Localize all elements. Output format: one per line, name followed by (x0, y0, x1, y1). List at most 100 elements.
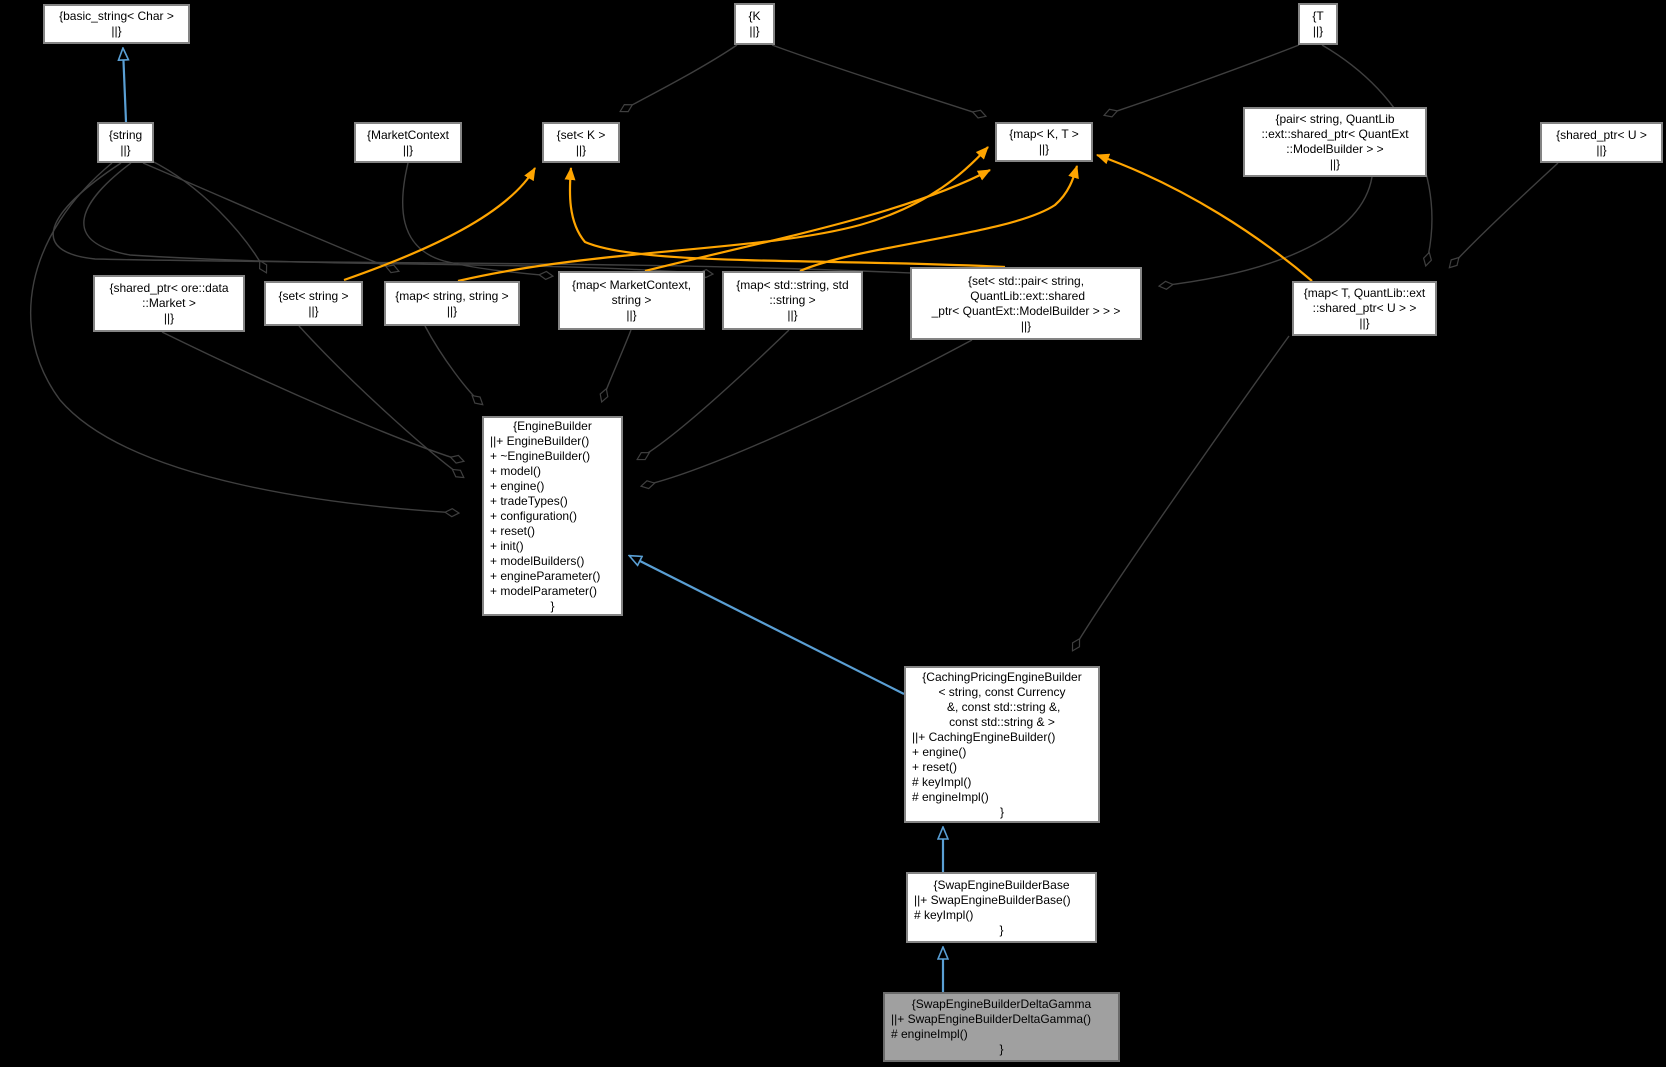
edge-aggregation-shared_ptr_u-to-map_t_sharedptr_u (1450, 162, 1559, 267)
edge-template-map_marketcontext_string-to-map_k_t (644, 169, 991, 273)
class-node-line: + modelBuilders() (490, 553, 585, 568)
class-node-line: # keyImpl() (914, 907, 974, 922)
edge-aggregation-set_string-to-engine_builder (298, 325, 463, 477)
edge-aggregation-string-to-set_pair (52, 162, 1136, 286)
class-node-engine_builder[interactable]: {EngineBuilder||+ EngineBuilder()+ ~Engi… (482, 416, 623, 616)
class-node-line: + configuration() (490, 508, 578, 523)
class-node-line: + engine() (912, 744, 967, 759)
class-node-line: ||} (749, 24, 760, 38)
class-node-line: ||} (1312, 24, 1324, 38)
class-node-line: {map< K, T > (1009, 127, 1079, 141)
class-node-line: {SwapEngineBuilderDeltaGamma (911, 997, 1092, 1011)
class-node-line: ||} (1038, 142, 1050, 156)
class-node-line: {MarketContext (366, 127, 450, 142)
class-node-set_k[interactable]: {set< K >||} (542, 122, 620, 163)
edge-template-set_string-to-set_k (343, 167, 536, 282)
class-node-line: + engine() (490, 478, 545, 493)
edge-template-map_t_sharedptr_u-to-map_k_t (1096, 153, 1313, 282)
class-node-line: < string, const Currency (938, 684, 1066, 699)
class-node-line: + ~EngineBuilder() (490, 448, 591, 463)
class-node-line: } (999, 1042, 1004, 1056)
class-node-line: &, const std::string &, (943, 699, 1061, 714)
class-node-line: ::Market > (142, 296, 196, 310)
class-node-map_k_t[interactable]: {map< K, T >||} (995, 122, 1093, 162)
edge-inheritance-string-to-basic_string (123, 49, 126, 123)
class-node-set_string[interactable]: {set< string >||} (264, 281, 363, 326)
class-node-line: ||} (1359, 316, 1370, 330)
class-node-line: ||} (787, 308, 798, 322)
class-node-map_t_sharedptr_u[interactable]: {map< T, QuantLib::ext::shared_ptr< U > … (1292, 281, 1437, 336)
edge-aggregation-string-to-set_string (149, 159, 266, 272)
class-node-line: ||} (111, 24, 122, 38)
class-node-pair_string_modelbuilder[interactable]: {pair< string, QuantLib::ext::shared_ptr… (1243, 107, 1427, 177)
class-node-line: {pair< string, QuantLib (1275, 112, 1395, 126)
edge-aggregation-pair_string_modelbuilder-to-set_pair (1160, 176, 1373, 286)
class-node-set_pair[interactable]: {set< std::pair< string, QuantLib::ext::… (910, 267, 1142, 340)
class-node-line: ||} (1596, 142, 1607, 157)
class-node-map_stdstring_stdstring[interactable]: {map< std::string, std::string >||} (722, 271, 863, 330)
class-node-line: # engineImpl() (891, 1027, 968, 1041)
class-node-line: + modelParameter() (490, 583, 598, 598)
class-node-line: {T (1312, 9, 1324, 23)
edge-aggregation-shared_ptr_market-to-engine_builder (161, 331, 463, 461)
edge-inheritance-caching_pricing_engine_builder-to-engine_builder (630, 556, 905, 695)
class-node-line: ::shared_ptr< U > > (1312, 301, 1417, 315)
class-node-line: ||} (163, 311, 175, 325)
class-node-k[interactable]: {K||} (734, 3, 775, 45)
class-node-line: {map< std::string, std (736, 278, 849, 292)
class-node-line: ::string > (769, 293, 816, 307)
edge-aggregation-k-to-map_k_t (771, 44, 985, 116)
edge-aggregation-string-to-engine_builder (29, 162, 458, 513)
edge-template-map_stdstring_stdstring-to-map_k_t (799, 165, 1079, 273)
class-node-swap_engine_builder_base[interactable]: {SwapEngineBuilderBase||+ SwapEngineBuil… (906, 872, 1097, 943)
class-node-line: + engineParameter() (490, 568, 601, 583)
edge-aggregation-map_string_string-to-engine_builder (424, 325, 482, 404)
edge-template-set_pair-to-set_k (564, 167, 1006, 269)
class-node-line: + tradeTypes() (490, 493, 568, 508)
class-node-map_marketcontext_string[interactable]: {map< MarketContext,string >||} (558, 271, 705, 330)
class-node-line: ::ext::shared_ptr< QuantExt (1261, 127, 1409, 141)
class-node-line: {map< string, string > (395, 288, 509, 303)
class-node-line: string > (611, 293, 652, 307)
class-node-line: # engineImpl() (912, 789, 989, 804)
class-node-line: ::ModelBuilder > > (1286, 142, 1384, 156)
edge-aggregation-set_pair-to-engine_builder (642, 339, 973, 486)
edge-aggregation-k-to-set_k (621, 44, 738, 111)
edge-aggregation-map_t_sharedptr_u-to-caching_pricing_engine_builder (1073, 335, 1290, 650)
class-node-line: ||} (1020, 318, 1032, 333)
edge-aggregation-map_stdstring_stdstring-to-engine_builder (638, 329, 790, 459)
class-node-map_string_string[interactable]: {map< string, string >||} (384, 281, 520, 326)
class-node-line: ||+ CachingEngineBuilder() (912, 729, 1056, 744)
class-node-line: } (999, 922, 1004, 937)
edge-aggregation-string-to-map_string_string (142, 162, 398, 271)
class-node-shared_ptr_market[interactable]: {shared_ptr< ore::data::Market >||} (93, 275, 245, 332)
class-node-line: {EngineBuilder (513, 418, 592, 433)
class-node-line: {shared_ptr< U > (1556, 127, 1647, 142)
class-node-line: {string (108, 127, 143, 142)
class-node-t[interactable]: {T||} (1298, 3, 1338, 45)
class-node-shared_ptr_u[interactable]: {shared_ptr< U >||} (1540, 122, 1663, 163)
class-node-string[interactable]: {string||} (97, 122, 154, 163)
class-node-line: {map< T, QuantLib::ext (1303, 286, 1426, 300)
class-node-caching_pricing_engine_builder[interactable]: {CachingPricingEngineBuilder< string, co… (904, 666, 1100, 823)
class-node-line: } (550, 598, 555, 613)
class-node-line: ||} (120, 142, 131, 157)
class-node-line: {map< MarketContext, (571, 278, 692, 292)
class-node-line: {shared_ptr< ore::data (109, 281, 229, 295)
class-node-market_context[interactable]: {MarketContext||} (354, 122, 462, 163)
class-node-line: ||+ EngineBuilder() (490, 433, 590, 448)
class-node-line: ||} (1329, 157, 1341, 171)
class-node-basic_string[interactable]: {basic_string< Char >||} (43, 4, 190, 44)
class-node-line: ||+ SwapEngineBuilderDeltaGamma() (891, 1012, 1091, 1026)
edge-aggregation-string-to-map_stdstring_stdstring (83, 162, 712, 274)
class-node-line: + model() (490, 463, 542, 478)
edge-template-map_string_string-to-map_k_t (457, 146, 989, 283)
class-node-line: {set< K > (556, 127, 606, 142)
class-node-line: {set< string > (278, 288, 349, 303)
class-node-line: + reset() (490, 523, 536, 538)
class-node-line: ||} (402, 142, 414, 157)
class-node-line: QuantLib::ext::shared (966, 288, 1086, 303)
edge-aggregation-map_marketcontext_string-to-engine_builder (602, 329, 632, 401)
